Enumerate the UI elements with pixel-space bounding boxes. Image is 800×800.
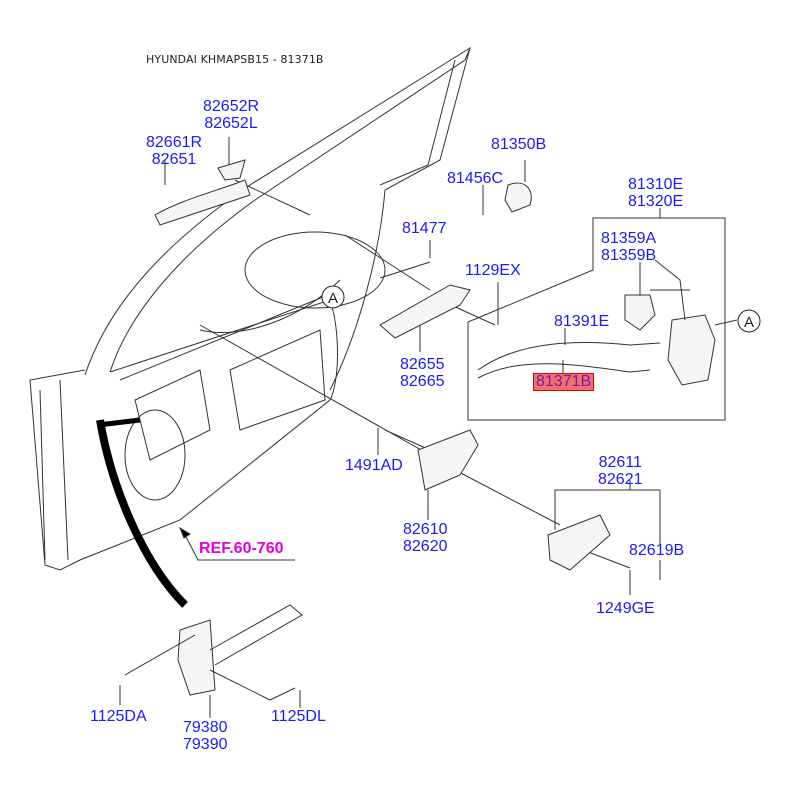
wire-harness [96,419,188,608]
callout-a-right-text: A [744,314,754,331]
part-label-actuator-cover[interactable]: 81359A 81359B [601,230,657,264]
inner-bezel-part [547,514,611,571]
outer-handle-part [154,179,251,226]
ref-underline [184,534,295,561]
part-label-81477[interactable]: 81477 [402,220,447,237]
part-label-inner-handle[interactable]: 82610 82620 [403,521,448,555]
reference-link[interactable]: REF.60-760 [199,540,284,557]
callout-a-right [737,309,761,333]
actuator-cover [624,294,656,331]
callout-a-left-text: A [328,290,338,307]
part-label-striker-screw[interactable]: 81456C [447,170,504,187]
part-label-inner-bezel[interactable]: 82611 82621 [598,454,643,488]
handle-bracket [379,284,471,339]
part-label-1125dl[interactable]: 1125DL [271,708,326,725]
checker-part [177,619,216,696]
latch-group-box [467,217,726,421]
cable-81391e [477,342,661,371]
part-label-81391e[interactable]: 81391E [554,313,610,330]
part-label-checker[interactable]: 79380 79390 [183,719,228,753]
outer-cover-part [217,159,246,181]
diagram-title: HYUNDAI KHMAPSB15 - 81371B [146,53,324,66]
inner-handle-part [417,429,479,491]
part-label-1491ad[interactable]: 1491AD [345,457,403,474]
part-label-handle-bracket[interactable]: 82655 82665 [400,356,445,390]
callout-a-left [321,285,345,309]
part-label-striker[interactable]: 81350B [491,136,547,153]
door-panel [29,299,338,571]
part-label-outer-handle-cover[interactable]: 82652R 82652L [203,98,260,132]
cable-81371b [477,363,651,379]
part-label-latch-assembly[interactable]: 81310E 81320E [628,176,684,210]
striker-part [504,182,532,213]
part-label-1249ge[interactable]: 1249GE [596,600,655,617]
part-label-1129ex[interactable]: 1129EX [465,262,521,279]
part-label-81371b-highlighted[interactable]: 81371B [533,373,595,391]
part-label-outer-handle[interactable]: 82661R 82651 [146,134,203,168]
door-latch [667,314,716,386]
part-label-1125da[interactable]: 1125DA [90,708,147,725]
part-label-82619b[interactable]: 82619B [629,542,685,559]
